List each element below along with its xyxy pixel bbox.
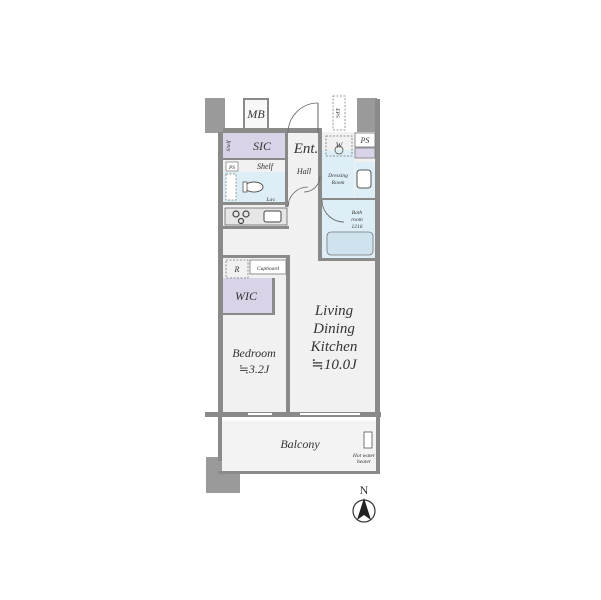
refrigerator-space (225, 259, 249, 279)
shelf-label: Shelf (257, 162, 275, 171)
entry-wall-right (318, 128, 322, 150)
dressing-label-1: Dressing (327, 173, 348, 179)
dressing-room (322, 150, 354, 200)
entry-wall-top (223, 128, 319, 133)
toilet-tank (242, 181, 248, 193)
sic-label: SIC (253, 139, 272, 153)
sic-closet (223, 133, 286, 158)
ldk-label-2: Dining (312, 321, 355, 337)
wic-label: WIC (235, 289, 258, 303)
shelf-side-label: Shelf (225, 139, 232, 151)
kitchen-bottom-wall (223, 226, 289, 229)
bath-bottom-wall (318, 258, 378, 261)
bath-label-1: Bath (352, 210, 363, 216)
washing-machine (325, 135, 353, 157)
ps-box-top (354, 132, 376, 148)
bedroom-top-wall (223, 255, 289, 258)
ps-box-left (225, 161, 239, 172)
ps-box-small (354, 147, 376, 159)
dressing-door (303, 175, 321, 193)
top-right-pillar (357, 98, 377, 132)
sash-wall (205, 412, 381, 417)
stove-burner-2 (242, 210, 250, 218)
balcony-left-post (218, 417, 222, 461)
heater-label-2: heater (357, 459, 372, 465)
washer-drum (334, 145, 344, 155)
hot-water-heater (363, 431, 373, 449)
toilet-bottom-wall (223, 202, 289, 205)
hall-left-wall (285, 133, 288, 207)
north-label: N (360, 483, 369, 497)
left-wall (218, 132, 223, 417)
refrigerator-label: R (234, 265, 240, 274)
balcony-floor (222, 421, 378, 471)
sic-bottom-wall (223, 158, 286, 160)
stove-burner-1 (232, 210, 240, 218)
dressing-wall (322, 198, 376, 200)
balcony-right-post (376, 417, 380, 474)
balcony-label: Balcony (280, 437, 320, 451)
lav-sink (225, 173, 237, 201)
mb-label: MB (246, 107, 265, 121)
w-label: W (336, 141, 344, 150)
wic-closet (223, 278, 273, 313)
lav-label: Lav. (265, 197, 275, 203)
ldk-size-label: ≒10.0J (311, 357, 358, 373)
wic-bottom-wall (223, 313, 275, 315)
ldk-label-3: Kitchen (310, 339, 358, 355)
washbasin (356, 169, 372, 189)
hall-label: Hall (296, 167, 312, 176)
bath-label-2: room (351, 217, 362, 223)
balcony-rail (218, 471, 380, 474)
toilet-bowl (244, 181, 264, 193)
bedroom-label: Bedroom (232, 346, 276, 360)
bath-left-wall (318, 150, 322, 260)
north-compass (352, 498, 376, 523)
top-left-pillar (205, 98, 225, 133)
wic-right-wall (272, 278, 275, 315)
eps-box (332, 95, 346, 131)
stove-burner-3 (237, 217, 245, 225)
bedroom-right-wall (286, 255, 290, 415)
cupboard-label: Cupboard (257, 266, 279, 272)
bath-door (321, 199, 345, 223)
cupboard (249, 259, 287, 275)
ent-label: Ent. (293, 141, 319, 157)
ps-label-left: PS (228, 165, 235, 171)
heater-label-1: Hot water (352, 453, 376, 459)
bedroom-size-label: ≒3.2J (239, 362, 270, 376)
ps-label-top: PS (360, 136, 370, 145)
dressing-label-2: Room (331, 180, 345, 186)
entrance-door (287, 102, 319, 134)
hall-door (287, 186, 309, 208)
bathtub (326, 231, 374, 256)
kitchen-sink (263, 210, 282, 223)
ldk-label-1: Living (314, 303, 354, 319)
bath-size-label: 1216 (352, 224, 363, 230)
eps-label: EPS (334, 107, 340, 118)
